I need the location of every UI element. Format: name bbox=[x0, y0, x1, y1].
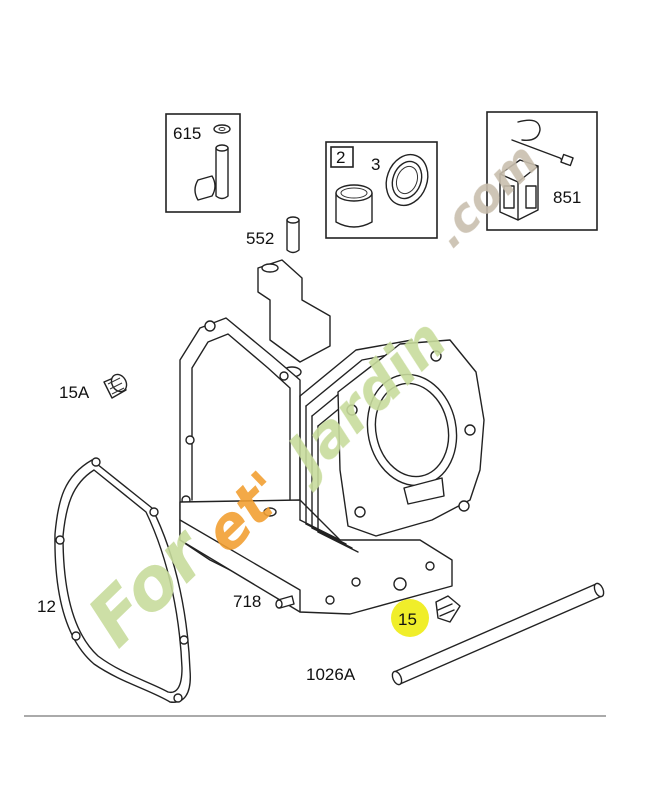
part-615-illustration bbox=[194, 124, 231, 201]
label-851: 851 bbox=[553, 188, 581, 207]
label-15a: 15A bbox=[59, 383, 90, 402]
engine-block bbox=[179, 259, 485, 615]
label-552: 552 bbox=[246, 229, 274, 248]
part-15-highlight bbox=[391, 599, 429, 637]
part-15a: 15A bbox=[59, 373, 128, 402]
part-552: 552 bbox=[246, 216, 300, 254]
part-718: 718 bbox=[233, 592, 295, 611]
part-3-seal-illustration bbox=[385, 153, 429, 207]
label-3: 3 bbox=[371, 155, 380, 174]
part-851-illustration bbox=[499, 119, 574, 221]
part-2-sleeve-illustration bbox=[335, 184, 373, 228]
part-615-box: 615 bbox=[165, 113, 241, 213]
label-12: 12 bbox=[37, 597, 56, 616]
label-15: 15 bbox=[398, 610, 417, 629]
part-2-3-box: 2 3 bbox=[325, 141, 438, 239]
label-718: 718 bbox=[233, 592, 261, 611]
part-12-gasket: 12 bbox=[37, 457, 191, 703]
part-851-box: 851 bbox=[486, 111, 598, 231]
label-1026a: 1026A bbox=[306, 665, 356, 684]
part-1026a: 1026A bbox=[306, 582, 605, 686]
label-615: 615 bbox=[173, 124, 201, 143]
part-15: 15 bbox=[391, 595, 461, 637]
label-2: 2 bbox=[336, 148, 345, 167]
